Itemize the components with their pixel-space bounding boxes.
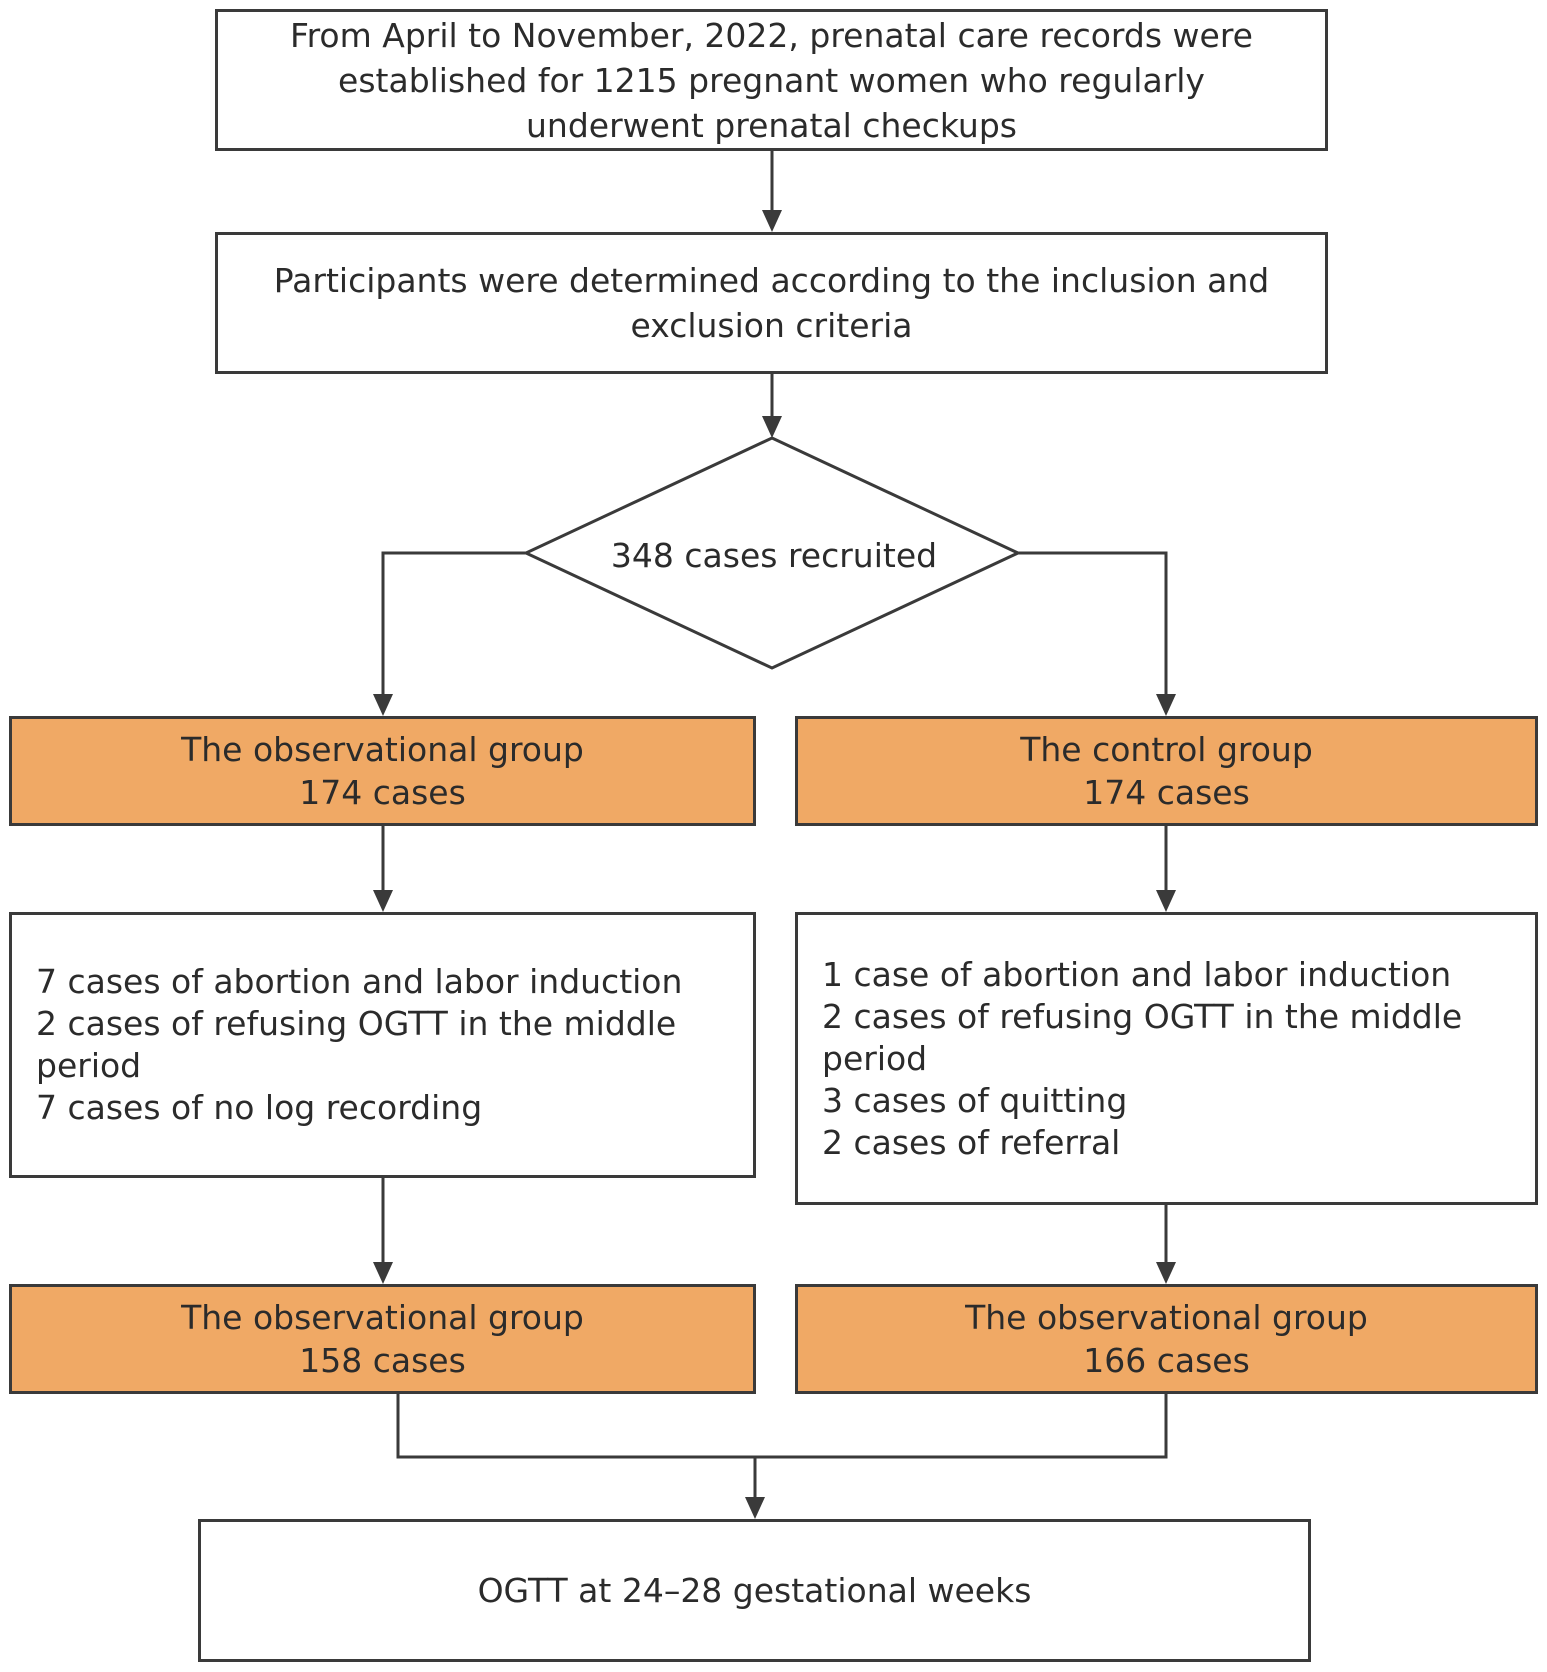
arrow-decision-to-right-group xyxy=(1018,551,1168,706)
right-group-box: The control group 174 cases xyxy=(795,716,1538,826)
arrow-decision-to-left-group xyxy=(381,551,526,706)
start-box-line: From April to November, 2022, prenatal c… xyxy=(290,15,1253,55)
right-final-box: The observational group 166 cases xyxy=(795,1284,1538,1394)
arrowhead-icon xyxy=(762,210,782,232)
right-group-count: 174 cases xyxy=(1083,773,1250,812)
left-exclusion-item: 2 cases of refusing OGTT in the middle p… xyxy=(36,1004,677,1085)
left-group-title: The observational group xyxy=(181,730,584,769)
arrowhead-icon xyxy=(762,416,782,438)
decision-diamond xyxy=(522,436,1022,670)
start-box-line: underwent prenatal checkups xyxy=(526,105,1017,145)
right-exclusion-item: 2 cases of refusing OGTT in the middle p… xyxy=(822,996,1463,1078)
arrowhead-icon xyxy=(1156,694,1176,716)
arrowhead-icon xyxy=(1156,890,1176,912)
right-group-title: The control group xyxy=(1020,730,1313,769)
left-group-box: The observational group 174 cases xyxy=(9,716,756,826)
start-box-line: established for 1215 pregnant women who … xyxy=(338,60,1205,100)
end-box: OGTT at 24–28 gestational weeks xyxy=(198,1519,1311,1662)
right-exclusion-item: 2 cases of referral xyxy=(822,1122,1121,1162)
criteria-box-line: exclusion criteria xyxy=(630,306,913,345)
decision-label: 348 cases recruited xyxy=(610,535,938,575)
arrowhead-icon xyxy=(373,890,393,912)
criteria-box-line: Participants were determined according t… xyxy=(273,261,1270,300)
arrowhead-icon xyxy=(373,694,393,716)
arrowhead-icon xyxy=(1156,1262,1176,1284)
right-final-title: The observational group xyxy=(965,1298,1368,1337)
left-final-title: The observational group xyxy=(181,1298,584,1337)
start-box: From April to November, 2022, prenatal c… xyxy=(215,9,1328,151)
left-exclusion-item: 7 cases of no log recording xyxy=(36,1088,483,1127)
right-exclusion-item: 1 case of abortion and labor induction xyxy=(822,954,1452,994)
left-final-box: The observational group 158 cases xyxy=(9,1284,756,1394)
right-final-count: 166 cases xyxy=(1083,1341,1250,1380)
criteria-box: Participants were determined according t… xyxy=(215,232,1328,374)
left-exclusions-box: 7 cases of abortion and labor induction … xyxy=(9,912,756,1178)
right-exclusions-box: 1 case of abortion and labor induction 2… xyxy=(795,912,1538,1205)
arrowhead-icon xyxy=(745,1497,765,1519)
left-group-count: 174 cases xyxy=(299,773,466,812)
left-exclusion-item: 7 cases of abortion and labor induction xyxy=(36,962,683,1001)
right-exclusion-item: 3 cases of quitting xyxy=(822,1080,1128,1120)
left-final-count: 158 cases xyxy=(299,1341,466,1380)
arrowhead-icon xyxy=(373,1262,393,1284)
end-box-label: OGTT at 24–28 gestational weeks xyxy=(477,1570,1032,1610)
connector-finals-merge xyxy=(396,1394,1168,1459)
